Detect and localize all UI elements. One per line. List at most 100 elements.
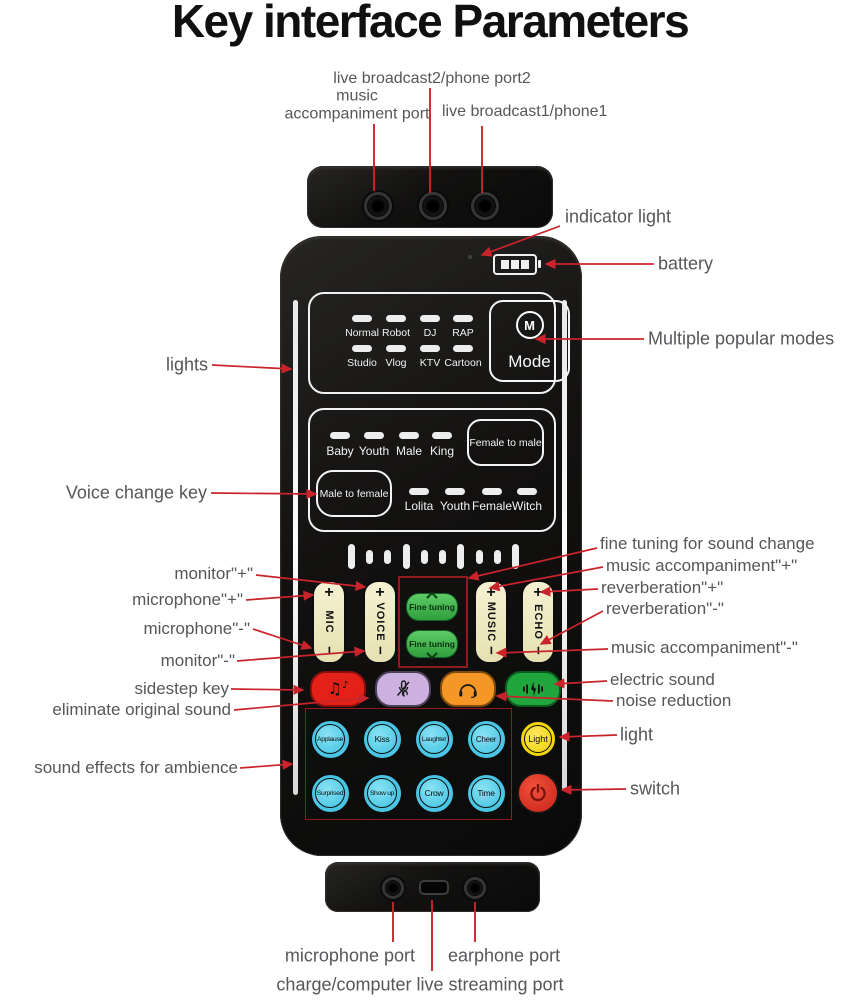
mode-label-studio: Studio [347, 357, 377, 369]
male-to-female-button[interactable]: Male to female [316, 470, 392, 517]
sidestep-key-button[interactable] [375, 671, 431, 707]
mode-label-dj: DJ [423, 327, 437, 339]
label-monitor-plus: monitor"+" [174, 564, 253, 584]
fine-tuning-down-label: Fine tuning [409, 639, 455, 649]
battery-bar [501, 260, 509, 269]
fine-tuning-down-button[interactable]: Fine tuning [406, 630, 458, 659]
led-indicator [517, 488, 537, 495]
level-bar [512, 544, 519, 569]
chevron-down-icon [426, 652, 438, 659]
eliminate-original-sound-button[interactable]: ♫♪ [310, 671, 366, 707]
mode-label-robot: Robot [381, 327, 411, 339]
music-minus-cap: − [482, 646, 500, 655]
label-microphone-plus: microphone"+" [132, 590, 243, 610]
label-live-broadcast1: live broadcast1/phone1 [442, 102, 608, 120]
mode-button[interactable]: M Mode [489, 300, 570, 382]
time-button[interactable]: Time [465, 772, 507, 814]
label-reverberation-minus: reverberation"-" [606, 599, 724, 619]
show-up-label: Show up [367, 778, 397, 808]
cheer-button[interactable]: Cheer [465, 718, 507, 760]
light-button-label: Light [524, 725, 552, 753]
headphones-icon [459, 684, 477, 698]
voice-rocker-label: VOICE [374, 602, 386, 642]
noise-reduction-button[interactable] [440, 671, 496, 707]
label-reverberation-plus: reverberation"+" [601, 578, 724, 598]
applause-label: Applause [315, 724, 345, 754]
female-to-male-button[interactable]: Female to male [467, 419, 544, 466]
level-bar [421, 550, 428, 564]
fine-tuning-up-button[interactable]: Fine tuning [406, 592, 458, 621]
sound-wave-icon [523, 681, 543, 697]
chevron-up-icon [426, 592, 438, 599]
charge-usb-port [419, 880, 449, 895]
mode-label-cartoon: Cartoon [444, 357, 482, 369]
led-indicator [352, 315, 372, 322]
music-rocker[interactable]: + MUSIC − [474, 580, 508, 664]
music-notes-icon: ♫♪ [327, 679, 349, 698]
label-sound-effects-for-ambience: sound effects for ambience [34, 758, 238, 778]
label-earphone-port: earphone port [448, 945, 561, 966]
voice-label-female: Female [471, 499, 513, 513]
label-music-accompaniment-port: music accompaniment port [284, 87, 430, 123]
label-lights: lights [165, 354, 208, 375]
cheer-label: Cheer [471, 724, 501, 754]
kiss-label: Kiss [367, 724, 397, 754]
voice-label-male: Male [395, 444, 423, 458]
laughter-button[interactable]: Laughter [413, 718, 455, 760]
mode-label-rap: RAP [452, 327, 474, 339]
mode-label-normal: Normal [345, 327, 379, 339]
level-bar [476, 550, 483, 564]
battery-icon [493, 254, 541, 275]
level-bar [348, 544, 355, 569]
earphone-port-jack [464, 877, 486, 899]
label-battery: battery [658, 253, 714, 274]
mute-mic-icon [396, 680, 410, 697]
microphone-port-jack [382, 877, 404, 899]
label-charge-port: charge/computer live streaming port [276, 974, 564, 995]
label-voice-change-key: Voice change key [65, 482, 207, 503]
indicator-light-led [468, 255, 472, 259]
left-light-strip [293, 300, 298, 795]
led-indicator [453, 345, 473, 352]
label-fine-tuning: fine tuning for sound change [600, 534, 815, 554]
mic-rocker-label: MIC [323, 610, 335, 634]
level-bar [384, 550, 391, 564]
label-music-accompaniment-plus: music accompaniment"+" [606, 556, 798, 576]
mode-panel: Normal Robot DJ RAP Studio Vlog KTV Cart… [308, 292, 570, 394]
crow-button[interactable]: Crow [413, 772, 455, 814]
label-microphone-port: microphone port [284, 945, 415, 966]
led-indicator [453, 315, 473, 322]
power-switch-button[interactable] [517, 772, 559, 814]
show-up-button[interactable]: Show up [361, 772, 403, 814]
echo-rocker[interactable]: + ECHO − [521, 580, 555, 664]
laughter-label: Laughter [419, 724, 449, 754]
applause-button[interactable]: Applause [309, 718, 351, 760]
led-indicator [445, 488, 465, 495]
mic-plus-cap: + [324, 584, 334, 601]
label-monitor-minus: monitor"-" [160, 651, 235, 671]
fine-tuning-up-label: Fine tuning [409, 602, 455, 612]
mode-label-vlog: Vlog [385, 357, 407, 369]
echo-minus-cap: − [529, 646, 547, 655]
mic-minus-cap: − [320, 646, 338, 655]
led-indicator [432, 432, 452, 439]
level-bar [403, 544, 410, 569]
led-indicator [482, 488, 502, 495]
label-eliminate-original-sound: eliminate original sound [52, 700, 231, 720]
voice-rocker[interactable]: + VOICE − [363, 580, 397, 664]
mic-rocker[interactable]: + MIC − [312, 580, 346, 664]
electric-sound-button[interactable] [505, 671, 561, 707]
mode-button-label: Mode [508, 352, 551, 371]
label-live-broadcast2: live broadcast2/phone port2 [333, 69, 531, 87]
led-indicator [364, 432, 384, 439]
device-top-view [307, 166, 553, 228]
surprised-button[interactable]: Surprised [309, 772, 351, 814]
label-sidestep-key: sidestep key [134, 679, 230, 699]
device-bottom-view [325, 862, 540, 912]
voice-label-lolita: Lolita [404, 499, 434, 513]
light-button[interactable]: Light [519, 720, 557, 758]
level-bar [439, 550, 446, 564]
voice-label-youth: Youth [358, 444, 390, 458]
kiss-button[interactable]: Kiss [361, 718, 403, 760]
